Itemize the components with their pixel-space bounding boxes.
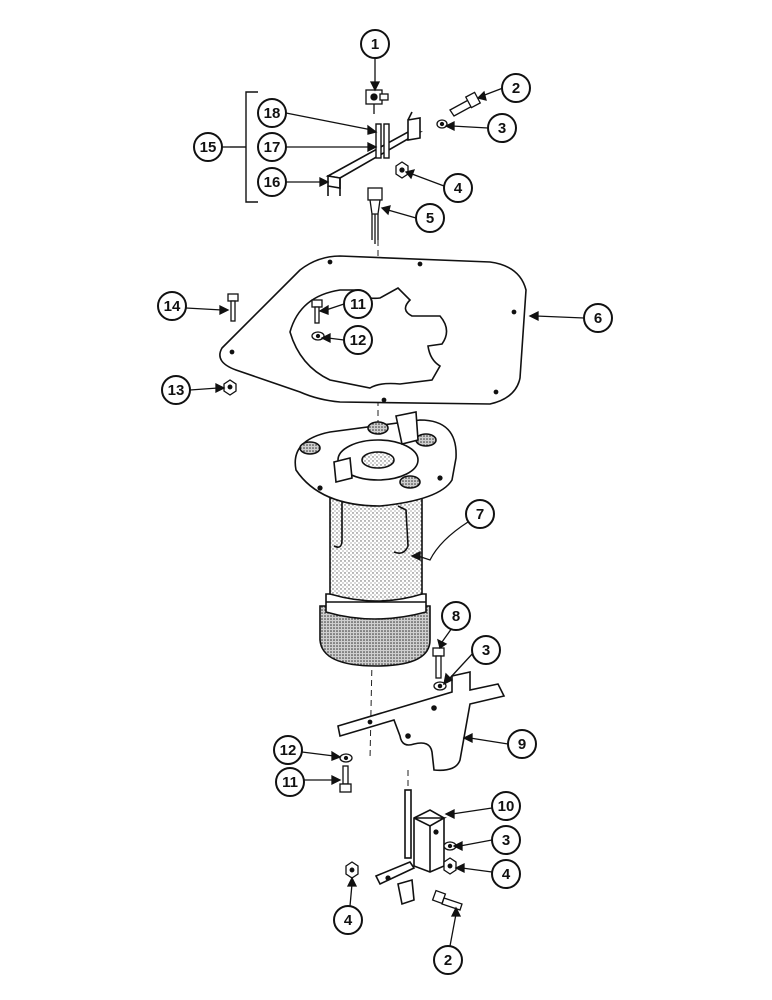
bolt-11-upper — [311, 299, 323, 324]
callout-3-low: 3 — [491, 825, 521, 855]
washer-3-top — [436, 119, 448, 129]
leader-lines — [185, 58, 585, 947]
callout-1: 1 — [360, 29, 390, 59]
callout-13: 13 — [161, 375, 191, 405]
callout-9: 9 — [507, 729, 537, 759]
callout-4-left: 4 — [333, 905, 363, 935]
callout-2-bottom-label: 2 — [444, 952, 452, 969]
callout-8: 8 — [441, 601, 471, 631]
nut-4-left — [345, 861, 359, 879]
callout-12-lower-label: 12 — [280, 742, 297, 759]
nut-4-top — [395, 161, 409, 179]
grease-fitting-1 — [365, 89, 389, 114]
callout-15: 15 — [193, 132, 223, 162]
callout-3-top-label: 3 — [498, 120, 506, 137]
callout-2-bottom: 2 — [433, 945, 463, 975]
callout-17: 17 — [257, 132, 287, 162]
callout-11-upper-label: 11 — [350, 296, 366, 313]
callout-18: 18 — [257, 98, 287, 128]
plate-9 — [337, 671, 506, 772]
callout-14-label: 14 — [164, 298, 181, 315]
callout-14: 14 — [157, 291, 187, 321]
callout-5-label: 5 — [426, 210, 434, 227]
callout-11-lower: 11 — [275, 767, 305, 797]
callout-7-label: 7 — [476, 506, 484, 523]
bolt-14 — [227, 293, 239, 322]
callout-8-label: 8 — [452, 608, 460, 625]
callout-3-top: 3 — [487, 113, 517, 143]
callout-10: 10 — [491, 791, 521, 821]
callout-3-mid: 3 — [471, 635, 501, 665]
fitting-5 — [367, 187, 383, 244]
callout-12-upper: 12 — [343, 325, 373, 355]
callout-11-upper: 11 — [343, 289, 373, 319]
callout-17-label: 17 — [264, 139, 281, 156]
callout-3-low-label: 3 — [502, 832, 510, 849]
bolt-2-top — [449, 91, 482, 117]
callout-7: 7 — [465, 499, 495, 529]
nut-4-right — [443, 857, 457, 875]
callout-4-top-label: 4 — [454, 180, 463, 197]
callout-2-top: 2 — [501, 73, 531, 103]
bracket-10 — [374, 789, 448, 906]
callout-16: 16 — [257, 167, 287, 197]
callout-15-label: 15 — [200, 139, 217, 156]
callout-12-lower: 12 — [273, 735, 303, 765]
callout-16-label: 16 — [264, 174, 281, 191]
callout-4-right-label: 4 — [502, 866, 511, 883]
washer-3-low — [443, 841, 457, 851]
callout-6: 6 — [583, 303, 613, 333]
callout-12-upper-label: 12 — [350, 332, 367, 349]
pin-17 — [375, 123, 390, 159]
callout-10-label: 10 — [498, 798, 515, 815]
callout-11-lower-label: 11 — [282, 774, 298, 791]
nut-13 — [223, 379, 237, 396]
callout-1-label: 1 — [371, 36, 379, 53]
callout-2-top-label: 2 — [512, 80, 520, 97]
mounting-plate-6 — [219, 255, 527, 405]
cylinder-7 — [294, 411, 457, 667]
nut-12-lower — [339, 753, 353, 763]
bolt-8 — [432, 647, 445, 679]
callout-13-label: 13 — [168, 382, 185, 399]
callout-4-left-label: 4 — [344, 912, 353, 929]
callout-4-top: 4 — [443, 173, 473, 203]
callout-18-label: 18 — [264, 105, 281, 122]
callout-9-label: 9 — [518, 736, 526, 753]
washer-3-mid — [433, 681, 447, 691]
group-bracket-15 — [230, 91, 258, 203]
bolt-11-lower — [339, 765, 352, 793]
callout-6-label: 6 — [594, 310, 602, 327]
callout-5: 5 — [415, 203, 445, 233]
callout-3-mid-label: 3 — [482, 642, 490, 659]
callout-4-right: 4 — [491, 859, 521, 889]
bracket-16 — [325, 111, 423, 196]
bolt-2-bottom — [431, 889, 463, 911]
